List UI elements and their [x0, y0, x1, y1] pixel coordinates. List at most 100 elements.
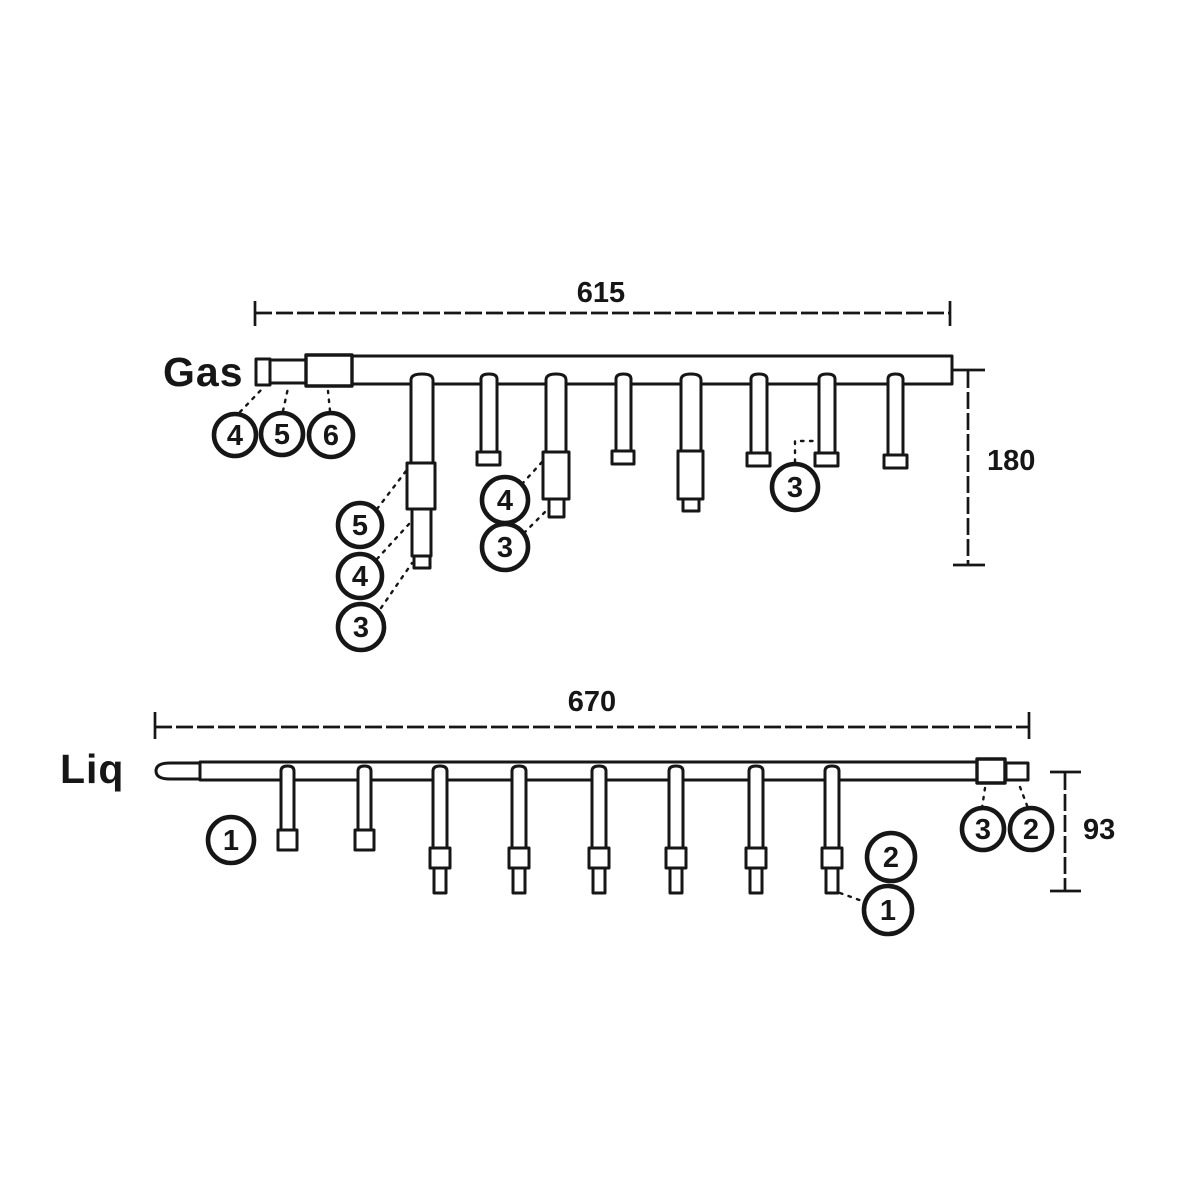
liq-end-coupler [975, 757, 1007, 785]
callout-number: 3 [975, 814, 991, 846]
liq-branch-tube [510, 764, 528, 850]
liq-callout-branch8-2: 2 [864, 830, 918, 884]
gas-branch-8 [882, 372, 909, 470]
liq-branch-coupler [744, 846, 768, 870]
liq-length-value: 670 [568, 686, 616, 718]
callout-number: 4 [352, 561, 368, 593]
gas-length-value: 615 [577, 277, 625, 309]
gas-callout-branch1-3: 3 [335, 601, 387, 653]
callout-number: 1 [880, 895, 896, 927]
callout-number: 3 [787, 472, 803, 504]
callout-circle [258, 410, 306, 458]
gas-branch-tube [749, 372, 769, 455]
liq-branch-coupler [507, 846, 531, 870]
gas-height-value: 180 [987, 445, 1035, 477]
liq-branch-stub [591, 866, 607, 895]
gas-branch-tube [886, 372, 905, 457]
gas-branch-tube [544, 372, 568, 454]
gas-branch-end-cap [681, 497, 701, 513]
callout-circle [335, 551, 385, 601]
liq-branch-stub [432, 866, 448, 895]
liq-branch-2 [353, 764, 376, 852]
liq-header-tube [198, 760, 979, 782]
callout-leader [326, 389, 332, 413]
callout-circle [769, 461, 821, 513]
gas-branch-5 [676, 372, 705, 513]
gas-branch-4 [610, 372, 636, 466]
liq-branch-tube [667, 764, 685, 850]
gas-header-tube [350, 354, 954, 386]
callout-number: 2 [883, 842, 899, 874]
liq-branch-coupler [587, 846, 611, 870]
callout-circle [959, 805, 1007, 853]
liq-branch-stub [511, 866, 527, 895]
liq-branch-tube [590, 764, 608, 850]
liq-branch-tube [279, 764, 296, 832]
callout-number: 5 [274, 419, 290, 451]
liq-branch-7 [744, 764, 768, 895]
liq-end-bullet [154, 761, 206, 781]
gas-branch-end-cap [882, 453, 909, 470]
liq-branch-tube [747, 764, 765, 850]
liq-branch-5 [587, 764, 611, 895]
gas-callout-end-4: 4 [211, 411, 259, 459]
liq-branch-tube [356, 764, 373, 832]
gas-height-dimension: 180 [953, 368, 1035, 567]
callout-leader [281, 386, 290, 413]
callout-number: 1 [223, 825, 239, 857]
liq-callout-end-2: 2 [1007, 805, 1055, 853]
liq-branch-coupler [428, 846, 452, 870]
callout-leader [793, 439, 818, 464]
gas-branch-1 [405, 372, 437, 570]
liq-height-value: 93 [1083, 814, 1115, 846]
gas-callout-branch1-4: 4 [335, 551, 385, 601]
callout-leader [522, 508, 549, 535]
liq-branch-stub [668, 866, 684, 895]
gas-branch-end-cap [813, 451, 840, 468]
gas-assembly: 615 Gas [163, 277, 1035, 653]
liq-assembly: 670 Liq [60, 686, 1115, 937]
callout-number: 3 [497, 532, 513, 564]
callout-leader [980, 786, 987, 810]
callout-leader [375, 469, 408, 511]
liq-callout-leaders [838, 785, 1030, 904]
callout-number: 2 [1023, 814, 1039, 846]
liq-label: Liq [60, 746, 124, 792]
liq-end-stub [1004, 761, 1030, 782]
liq-length-dimension: 670 [153, 686, 1031, 739]
liq-branch-stub [748, 866, 764, 895]
gas-end-fitting-small [268, 358, 308, 385]
callout-circle [1007, 805, 1055, 853]
liq-branch-8 [820, 764, 844, 895]
gas-branch-3 [541, 372, 571, 519]
callout-number: 3 [353, 612, 369, 644]
callout-number: 4 [227, 420, 243, 452]
gas-callout-leaders [238, 386, 818, 610]
liq-branch-end-cap [276, 828, 299, 852]
callout-leader [520, 460, 544, 486]
callout-leader [379, 561, 414, 610]
gas-manifold [254, 353, 954, 388]
gas-branch-extension [410, 507, 433, 558]
liq-callout-left-1: 1 [205, 814, 257, 866]
liq-branch-end-cap [353, 828, 376, 852]
gas-branch-2 [475, 372, 502, 467]
liq-branch-3 [428, 764, 452, 895]
liq-callout-end-3: 3 [959, 805, 1007, 853]
liq-manifold [154, 757, 1030, 785]
gas-branch-end-cap [475, 450, 502, 467]
callout-leader [375, 522, 411, 561]
callout-circle [479, 521, 531, 573]
gas-branch-end-cap [610, 449, 636, 466]
liq-branch-6 [664, 764, 688, 895]
liq-branch-tube [823, 764, 841, 850]
gas-callout-branch3-4: 4 [479, 474, 531, 526]
liq-callout-branch8-1: 1 [861, 883, 915, 937]
callout-circle [335, 500, 385, 550]
gas-callout-end-5: 5 [258, 410, 306, 458]
liq-branch-coupler [664, 846, 688, 870]
liq-branch-4 [507, 764, 531, 895]
gas-branch-coupler [676, 449, 705, 501]
gas-branch-stub [547, 497, 566, 519]
